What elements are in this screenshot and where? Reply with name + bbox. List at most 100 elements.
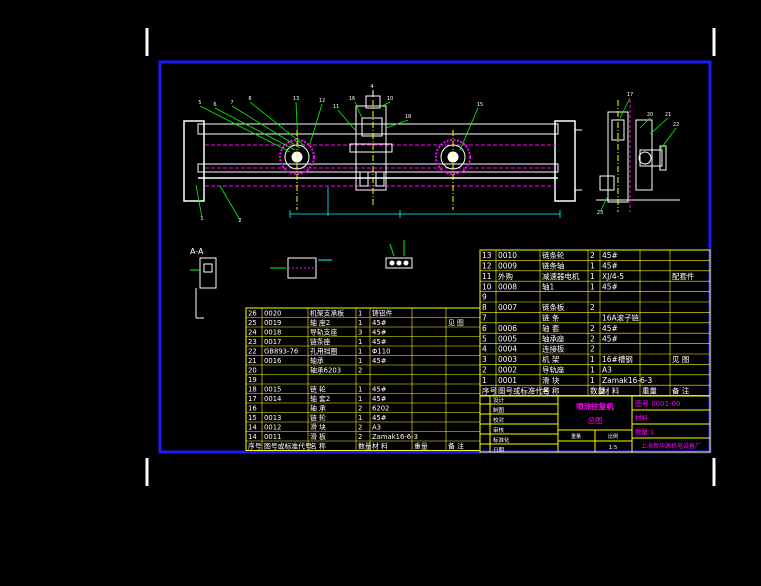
balloon-number: 5: [198, 100, 201, 106]
parts-left-cell: 见 图: [448, 319, 464, 327]
parts-right-cell: 45#: [602, 324, 618, 333]
parts-left-header: 序号图号或标准代号名 称数量材 料重量备 注: [248, 441, 464, 450]
title-weight-label: 重量: [571, 433, 581, 440]
parts-right-cell: 45#: [602, 282, 618, 291]
parts-left-cell: 25: [248, 319, 257, 327]
main-elevation-view: [183, 90, 582, 210]
parts-left-cell: Φ110: [372, 347, 390, 355]
parts-right-cell: 5: [482, 334, 487, 343]
parts-right-row: 9: [482, 293, 487, 302]
parts-left-cell: 21: [248, 357, 257, 365]
parts-right-cell: 4: [482, 345, 487, 354]
title-role-label: 审核: [493, 426, 505, 434]
right-end-block: [554, 120, 576, 202]
parts-right-cell: 45#: [602, 262, 618, 271]
parts-left-cell: 1: [358, 309, 362, 317]
detail-plate: [270, 257, 332, 279]
parts-left-cell: 0019: [264, 319, 281, 327]
parts-right-cell: 9: [482, 293, 487, 302]
parts-left-header-cell: 备 注: [448, 441, 464, 450]
title-scale-label: 比例: [608, 433, 618, 440]
parts-right-cell: 轴承座: [542, 333, 565, 343]
leader-lines: [195, 101, 479, 221]
parts-left-cell: 机架支承板: [310, 308, 344, 317]
parts-right-cell: 1: [590, 366, 595, 375]
parts-left-cell: 22: [248, 347, 257, 355]
parts-right-cell: 链 条: [542, 313, 560, 323]
parts-left-cell: 16: [248, 404, 257, 412]
parts-left-cell: 链 轮: [310, 413, 326, 422]
parts-right-cell: 0004: [498, 345, 517, 354]
parts-right-cell: 2: [590, 334, 595, 343]
parts-right-cell: 0009: [498, 262, 517, 271]
parts-left-cell: 轴承: [310, 356, 324, 365]
parts-right-cell: XJ/4-5: [602, 272, 624, 281]
parts-right-cell: 1: [482, 376, 487, 385]
parts-left-cell: 45#: [372, 319, 387, 327]
parts-left-cell: 15: [248, 414, 257, 422]
parts-left-cell: 1: [358, 338, 362, 346]
parts-left-cell: 0018: [264, 328, 281, 336]
parts-right-cell: 0007: [498, 303, 517, 312]
parts-right-cell: 2: [590, 303, 595, 312]
parts-right-cell: 0008: [498, 282, 517, 291]
parts-left-cell: 14: [248, 423, 257, 431]
parts-right-header-cell: 备 注: [672, 385, 690, 395]
section-label: A-A: [190, 247, 204, 256]
balloon-number: 16: [349, 96, 355, 102]
parts-left-cell: 铸铝件: [372, 308, 393, 317]
balloon-number: 10: [387, 96, 393, 102]
parts-right-cell: 16A滚子链: [602, 313, 640, 323]
title-block: [479, 395, 711, 453]
parts-right-cell: 机 架: [542, 354, 560, 364]
parts-right-cell: 12: [482, 262, 492, 271]
parts-right-cell: Zamak16-6-3: [602, 376, 653, 385]
parts-left-cell: 链 轮: [310, 384, 326, 393]
parts-right-cell: 3: [482, 355, 487, 364]
parts-left-cell: 45#: [372, 395, 387, 403]
parts-left-cell: 19: [248, 376, 257, 384]
parts-left-cell: A3: [372, 423, 381, 431]
balloon-number: 22: [673, 122, 679, 128]
parts-right-cell: 见 图: [672, 355, 689, 364]
parts-right-cell: 链条轮: [542, 250, 565, 260]
title-quantity: 数量 1: [635, 427, 654, 436]
parts-right-cell: 链条轴: [542, 261, 564, 271]
balloon-number: 21: [665, 112, 671, 118]
parts-left-cell: 18: [248, 385, 257, 393]
parts-right-cell: 10: [482, 282, 492, 291]
parts-right-cell: 2: [590, 251, 595, 260]
balloon-number: 12: [319, 98, 325, 104]
parts-right-cell: 减速器电机: [542, 271, 580, 281]
title-role-label: 日期: [493, 447, 505, 454]
title-drawing-type: 总图: [588, 415, 603, 425]
title-company: 上海新华源机电设备厂: [641, 442, 701, 450]
parts-left-header-cell: 数量: [358, 441, 372, 450]
balloon-number: 8: [248, 96, 251, 102]
parts-left-cell: Zamak16-6-3: [372, 433, 418, 441]
parts-right-cell: 1: [590, 376, 595, 385]
parts-left-cell: 6202: [372, 404, 389, 412]
parts-right-cell: 0001: [498, 376, 517, 385]
dimension-lines: [289, 187, 561, 218]
parts-left-cell: 0013: [264, 414, 281, 422]
parts-left-cell: 1: [358, 414, 362, 422]
title-scale-value: 1:5: [609, 445, 618, 451]
parts-left-cell: 2: [358, 404, 362, 412]
parts-left-cell: 3: [358, 328, 362, 336]
balloon-number: 20: [647, 112, 653, 118]
balloon-number: 18: [405, 114, 411, 120]
